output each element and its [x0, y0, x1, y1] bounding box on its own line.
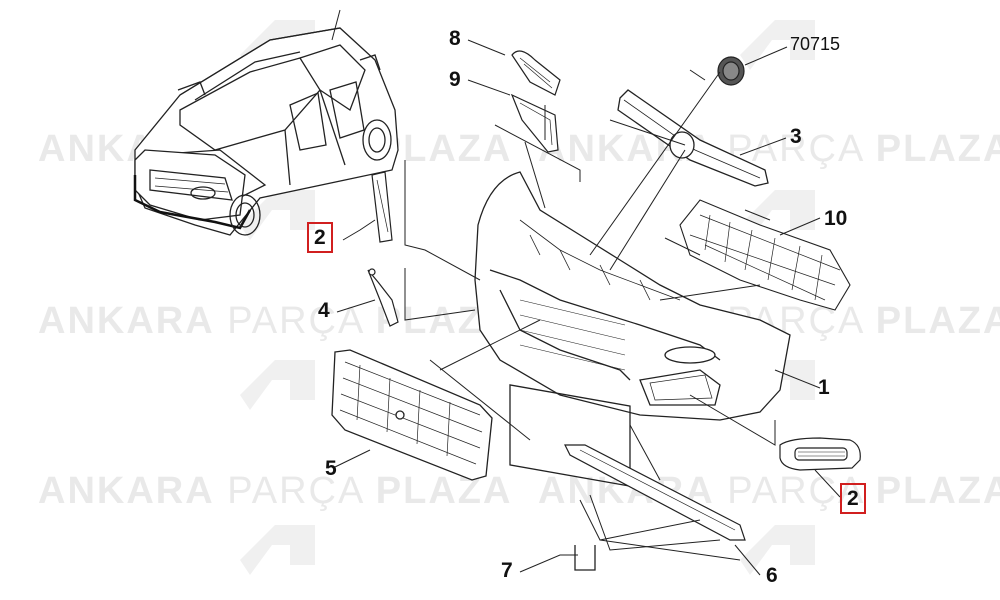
- callout-part-2-left: 2: [307, 222, 333, 253]
- callout-part-7: 7: [501, 559, 513, 582]
- part-7-clip: [574, 545, 596, 571]
- part-3-upper-grille: [617, 89, 769, 187]
- callout-part-6: 6: [766, 564, 778, 587]
- part-10-bumper-reinforcement: [679, 199, 851, 311]
- callout-part-10: 10: [824, 207, 848, 230]
- leader-line: [331, 9, 341, 41]
- callout-part-5: 5: [325, 457, 337, 480]
- vehicle-illustration: [133, 27, 399, 236]
- callout-part-1: 1: [818, 376, 830, 399]
- badge-emblem: [717, 56, 745, 86]
- part-2-right-fog-frame: [779, 437, 861, 471]
- part-8-trim-strip: [511, 50, 561, 96]
- part-6-lower-spoiler: [564, 444, 746, 541]
- part-1-front-bumper: [474, 171, 791, 487]
- callout-part-2-right: 2: [840, 483, 866, 514]
- callout-part-8: 8: [449, 27, 461, 50]
- part-2-left-cover: [371, 171, 393, 243]
- callout-part-4: 4: [318, 299, 330, 322]
- part-5-lower-grille: [331, 349, 493, 481]
- leader-lines: [334, 39, 841, 576]
- callout-part-3: 3: [790, 125, 802, 148]
- callout-part-9: 9: [449, 68, 461, 91]
- callout-part-70715: 70715: [790, 34, 841, 54]
- part-4-tow-hook-cover: [367, 268, 399, 327]
- part-9-trim-strip: [510, 93, 559, 153]
